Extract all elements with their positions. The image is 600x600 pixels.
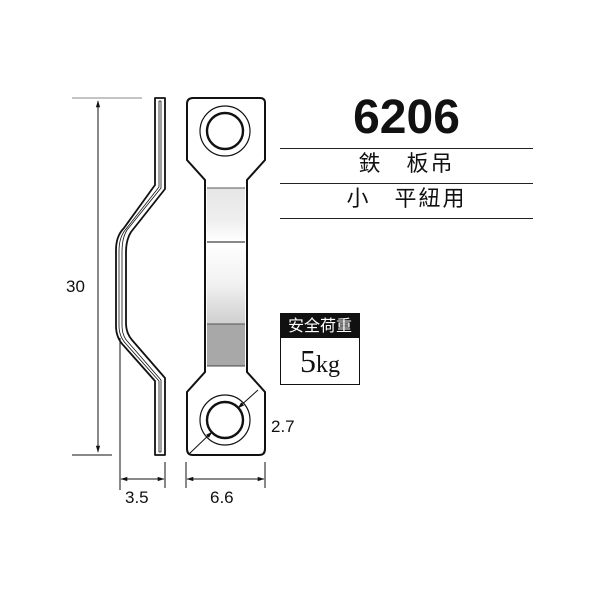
light-band [207,188,245,242]
spec-usage: 小 平紐用 [346,187,467,212]
thickness-dimension [119,338,166,490]
dark-band [207,324,245,366]
divider-rule [280,218,533,219]
hole-diameter-label: 2.7 [271,417,295,436]
thickness-label: 3.5 [125,488,149,507]
front-view [186,97,266,456]
safe-load-box: 安全荷重 5kg [280,313,360,385]
safe-load-value: 5kg [281,338,359,384]
divider-rule [280,183,533,184]
safe-load-number: 5 [300,343,316,379]
top-hole [199,105,251,157]
height-dimension [72,97,142,456]
model-number: 6206 [353,91,460,144]
safe-load-unit: kg [316,352,340,378]
divider-rule [280,148,533,149]
safe-load-label: 安全荷重 [281,314,359,338]
bottom-hole [188,389,259,455]
fade-band [207,242,245,324]
height-label: 30 [66,277,85,296]
spec-material-type: 鉄 板吊 [358,152,455,177]
width-label: 6.6 [210,488,234,507]
width-dimension [185,462,266,488]
side-profile-view [115,97,166,456]
